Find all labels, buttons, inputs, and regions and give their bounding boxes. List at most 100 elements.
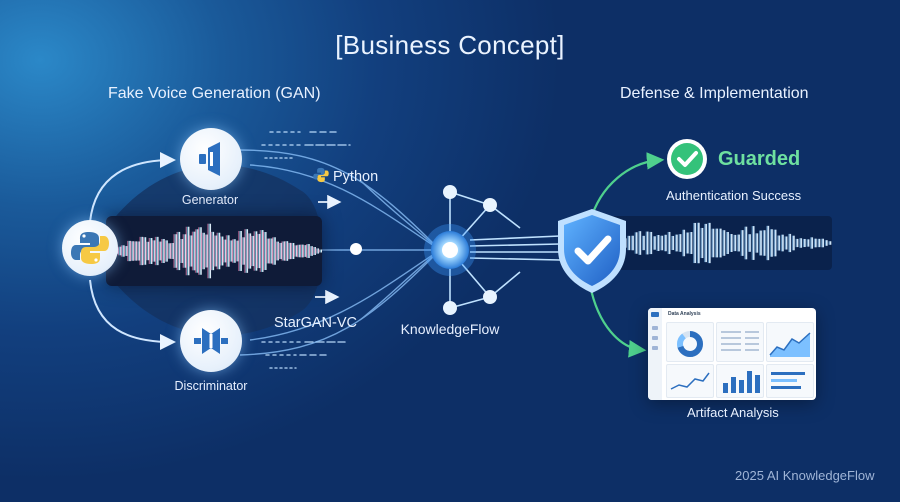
area-chart-icon [769,332,811,357]
waveform-bar [671,235,673,251]
waveform-bar [282,241,284,261]
waveform-bar [730,234,733,252]
waveform-bar [152,240,155,262]
dashboard-card-donut [666,322,714,362]
waveform-bar [196,229,198,273]
waveform-bar [136,241,138,261]
waveform-bar [167,243,169,259]
waveform-bar [313,247,315,255]
waveform-bar [213,235,215,267]
waveform-bar [789,233,792,253]
waveform-bar [122,245,124,257]
dashboard-card-bars [716,364,764,398]
waveform-bar [319,249,321,253]
waveform-bar [125,246,127,256]
shield-check-icon [558,209,626,293]
waveform-bar [207,223,209,279]
waveform-bar [762,230,765,256]
waveform-bar [179,239,181,263]
waveform-bar [799,238,801,248]
dashboard-card-area [766,322,814,362]
dashboard-nav-icons [651,312,659,350]
waveform-bar [738,234,740,252]
waveform-bar [652,236,655,250]
waveform-bar [263,232,266,270]
waveform-bar [676,234,678,252]
waveform-bar [233,239,235,263]
hub-node-upper-right [483,198,497,212]
waveform-bar [628,235,631,251]
waveform-bar [284,241,286,261]
waveform-bar [146,241,149,261]
waveform-bar [177,231,179,271]
waveform-bar [810,237,812,249]
waveform-bar [627,235,630,251]
waveform-bar [265,238,268,264]
waveform-bar [745,226,748,260]
waveform-bar [712,228,715,258]
waveform-bar [225,235,228,267]
waveform-bar [634,232,637,254]
waveform-bar [256,233,259,269]
waveform-bar [267,238,269,264]
waveform-bar [693,222,695,264]
discriminator-label: Discriminator [174,379,248,393]
waveform-bar [272,237,274,265]
waveform-bar [784,236,787,250]
waveform-bar [168,243,170,259]
waveform-bar [305,244,308,258]
waveform-bar [802,238,805,248]
flow-curves [239,149,441,356]
waveform-bar [142,237,144,265]
page-title: [Business Concept] [335,30,565,60]
waveform-bar [701,227,704,259]
waveform-bar [741,230,744,256]
waveform-bar [660,235,662,251]
waveform-bar [254,231,257,271]
dashboard-card-hbars [766,364,814,398]
waveform-bar [815,238,817,248]
python-source-node [62,220,118,276]
waveform-bar [804,238,806,248]
waveform-bar [117,246,120,256]
waveform-bar [160,238,163,264]
waveform-bar [694,222,697,264]
waveform-bar [170,243,172,259]
waveform-bar [657,234,660,252]
waveform-bar [217,232,220,270]
waveform-bar [226,235,229,267]
stargan-label: StarGAN-VC [274,315,357,331]
waveform-bar [759,230,761,256]
waveform-bar [238,230,240,272]
waveform-bar [273,237,275,265]
waveform-bar [131,241,133,261]
waveform-bar [685,232,688,254]
waveform-bar [733,234,736,252]
waveform-bar [173,234,175,268]
guarded-label: Guarded [718,148,801,170]
waveform-bar [304,245,306,257]
waveform-bar [281,241,283,261]
waveform-bar [744,226,747,260]
waveform-bar [140,236,142,266]
waveform-bar [290,242,292,260]
waveform-bar [665,234,667,252]
waveform-bar [241,237,243,265]
waveform-bar [709,222,711,264]
waveform-bar [320,249,323,253]
waveform-bar [312,247,314,255]
donut-chart-icon [677,331,703,357]
waveform-bar [244,229,246,273]
waveform-bar [748,234,750,252]
flow-python-to-generator [89,152,176,223]
waveform-bar [235,240,237,262]
waveform-bar [661,235,664,251]
waveform-bar [829,241,832,245]
waveform-bar [760,230,762,256]
hub-node-top [443,185,457,199]
waveform-bar [654,236,656,250]
waveform-bar [774,229,777,257]
waveform-bar [259,230,262,272]
waveform-bar [148,238,151,264]
